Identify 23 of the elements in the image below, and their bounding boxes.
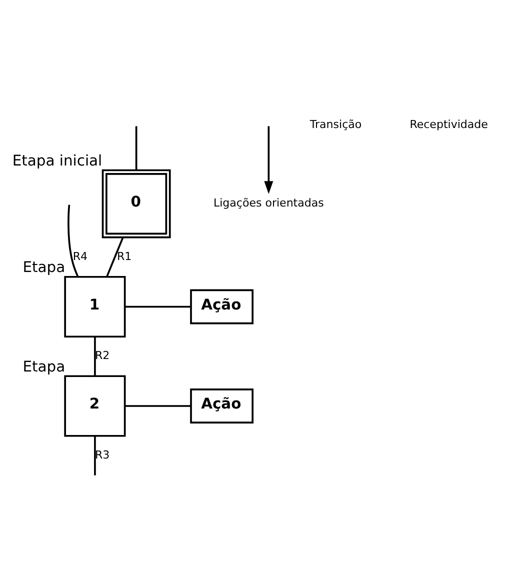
connector	[68, 204, 79, 277]
edge-label: R4	[72, 249, 88, 262]
edge-label: R1	[117, 249, 132, 262]
node-text: Ligações orientadas	[213, 196, 324, 210]
node-box: Ação	[190, 288, 254, 324]
connector	[124, 404, 191, 406]
connector	[94, 336, 96, 376]
connector	[106, 236, 124, 276]
label: Receptividade	[410, 118, 488, 131]
node-box: 1	[64, 275, 126, 338]
label: Transição	[310, 118, 362, 131]
node-box: Ação	[190, 388, 254, 423]
edge-label: R2	[94, 348, 110, 362]
edge-label: R3	[94, 448, 110, 461]
connector	[124, 305, 191, 308]
node-label: Etapa	[22, 358, 66, 375]
node-label: Etapa inicial	[12, 152, 102, 169]
connector	[135, 126, 138, 170]
node-box: 0	[102, 168, 171, 238]
arrow	[264, 126, 274, 194]
node-box: 2	[64, 374, 126, 436]
node-label: Etapa	[22, 258, 66, 276]
connector	[94, 435, 96, 475]
